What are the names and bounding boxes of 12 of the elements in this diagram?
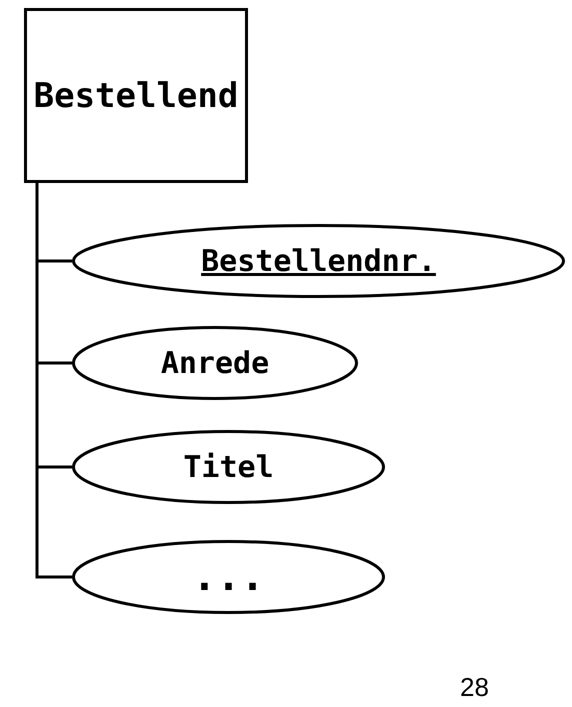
entity-name: Bestellend [34,76,238,116]
attribute-name: Anrede [160,346,270,380]
attribute-ellipse [72,540,385,614]
attribute-ellipse [72,430,385,504]
attribute-name: ... [192,554,265,600]
entity-box [24,8,248,183]
attribute-name: Titel [183,450,274,484]
attribute-ellipse [72,326,358,400]
page-number: 28 [460,672,489,703]
key-attribute-name: Bestellendnr. [201,244,436,278]
connector-line [36,183,72,578]
attribute-ellipse [72,224,565,298]
